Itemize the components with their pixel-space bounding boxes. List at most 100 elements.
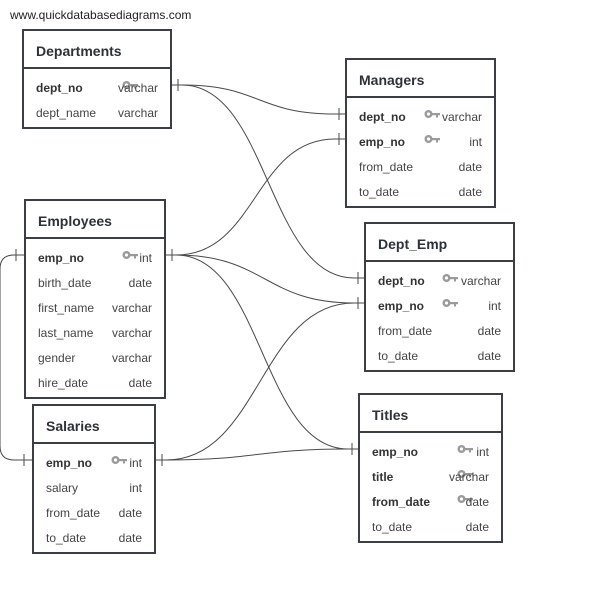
table-title[interactable]: Titles <box>360 395 501 433</box>
field-type: date <box>118 531 142 545</box>
field-type: int <box>469 135 482 149</box>
field-name: emp_no <box>378 299 425 313</box>
watermark: www.quickdatabasediagrams.com <box>10 8 192 22</box>
field-name: dept_no <box>359 110 406 124</box>
field-row-dept-no[interactable]: dept_no varchar <box>347 104 494 129</box>
field-type: date <box>477 324 501 338</box>
field-row-first-name[interactable]: first_name varchar <box>26 295 164 320</box>
table-title[interactable]: Departments <box>24 31 170 69</box>
field-name: emp_no <box>359 135 406 149</box>
primary-key-icon <box>457 443 473 457</box>
field-type: int <box>488 299 501 313</box>
field-type: varchar <box>441 110 482 124</box>
field-row-emp-no[interactable]: emp_no int <box>347 129 494 154</box>
primary-key-icon <box>457 468 473 482</box>
primary-key-icon <box>424 133 440 147</box>
field-name: salary <box>46 481 79 495</box>
field-name: dept_no <box>378 274 425 288</box>
field-name: dept_no <box>36 81 83 95</box>
field-type: varchar <box>448 470 489 484</box>
field-row-to-date[interactable]: to_date date <box>34 525 154 550</box>
field-row-emp-no[interactable]: emp_no int <box>366 293 513 318</box>
relationship-line <box>0 254 32 461</box>
field-type: date <box>128 376 152 390</box>
field-name: to_date <box>378 349 419 363</box>
primary-key-icon <box>442 272 458 286</box>
field-row-to-date[interactable]: to_date date <box>360 514 501 539</box>
field-row-salary[interactable]: salary int <box>34 475 154 500</box>
field-name: to_date <box>372 520 413 534</box>
field-type: date <box>477 349 501 363</box>
field-name: first_name <box>38 301 95 315</box>
field-type: date <box>465 520 489 534</box>
field-row-hire-date[interactable]: hire_date date <box>26 370 164 395</box>
field-row-from-date[interactable]: from_date date <box>34 500 154 525</box>
field-name: last_name <box>38 326 94 340</box>
primary-key-icon <box>457 493 473 507</box>
field-row-title[interactable]: title varchar <box>360 464 501 489</box>
field-name: dept_name <box>36 106 97 120</box>
field-type: date <box>458 185 482 199</box>
field-name: gender <box>38 351 76 365</box>
field-type: varchar <box>111 301 152 315</box>
field-row-emp-no[interactable]: emp_no int <box>34 450 154 475</box>
primary-key-icon <box>111 454 127 468</box>
relationship-line <box>166 254 364 304</box>
field-type: int <box>139 251 152 265</box>
field-name: from_date <box>46 506 101 520</box>
relationship-line <box>166 254 358 450</box>
table-managers[interactable]: Managers dept_no varchar emp_no int from_date… <box>345 58 496 208</box>
field-row-dept-no[interactable]: dept_no varchar <box>24 75 170 100</box>
relationship-line <box>172 84 345 115</box>
field-type: int <box>129 481 142 495</box>
table-title[interactable]: Dept_Emp <box>366 224 513 262</box>
primary-key-icon <box>442 297 458 311</box>
field-name: from_date <box>372 495 431 509</box>
relationship-line <box>156 302 364 461</box>
field-type: varchar <box>460 274 501 288</box>
table-title[interactable]: Managers <box>347 60 494 98</box>
field-name: title <box>372 470 394 484</box>
primary-key-icon <box>424 108 440 122</box>
field-name: to_date <box>359 185 400 199</box>
field-type: date <box>128 276 152 290</box>
field-type: date <box>118 506 142 520</box>
field-name: emp_no <box>46 456 93 470</box>
field-row-gender[interactable]: gender varchar <box>26 345 164 370</box>
field-name: emp_no <box>38 251 85 265</box>
field-row-dept-name[interactable]: dept_name varchar <box>24 100 170 125</box>
field-type: varchar <box>111 351 152 365</box>
primary-key-icon <box>122 249 138 263</box>
field-row-from-date[interactable]: from_date date <box>360 489 501 514</box>
field-row-to-date[interactable]: to_date date <box>366 343 513 368</box>
field-type: varchar <box>117 106 158 120</box>
field-type: date <box>458 160 482 174</box>
relationship-line <box>172 84 364 279</box>
field-type: int <box>476 445 489 459</box>
field-row-dept-no[interactable]: dept_no varchar <box>366 268 513 293</box>
field-row-emp-no[interactable]: emp_no int <box>26 245 164 270</box>
relationship-line <box>156 448 358 461</box>
table-title[interactable]: Employees <box>26 201 164 239</box>
field-name: to_date <box>46 531 87 545</box>
relationship-line <box>166 138 345 256</box>
table-title[interactable]: Salaries <box>34 406 154 444</box>
field-name: hire_date <box>38 376 89 390</box>
field-name: birth_date <box>38 276 92 290</box>
table-dept-emp[interactable]: Dept_Emp dept_no varchar emp_no int from_date… <box>364 222 515 372</box>
field-row-birth-date[interactable]: birth_date date <box>26 270 164 295</box>
field-type: int <box>129 456 142 470</box>
field-name: emp_no <box>372 445 419 459</box>
field-row-emp-no[interactable]: emp_no int <box>360 439 501 464</box>
field-row-to-date[interactable]: to_date date <box>347 179 494 204</box>
field-type: date <box>465 495 489 509</box>
field-type: varchar <box>117 81 158 95</box>
